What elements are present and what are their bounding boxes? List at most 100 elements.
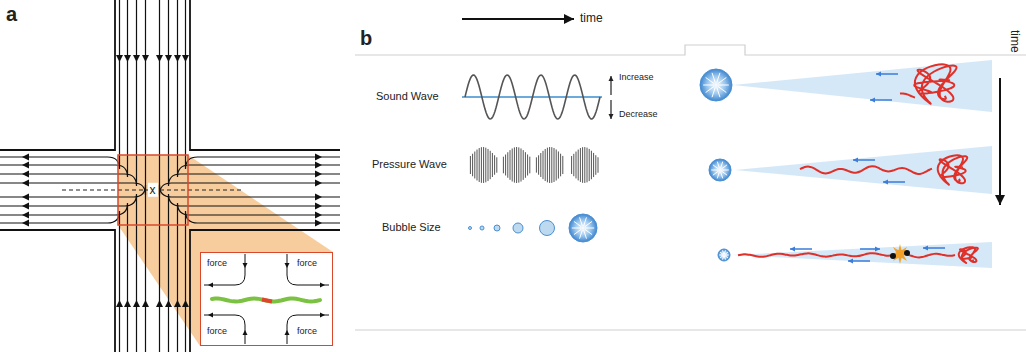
streamline (0, 211, 120, 352)
force-label: force (297, 326, 317, 337)
pressure-stroke (584, 147, 585, 183)
bubble-spark (718, 85, 728, 86)
strained-segment (262, 300, 272, 302)
arrow-head (165, 55, 172, 62)
bubble-spark (724, 256, 725, 260)
arrow-head (315, 162, 322, 169)
arrow-head (133, 55, 140, 62)
arrow-head (876, 72, 881, 77)
pressure-stroke (529, 157, 530, 174)
bubble-spark (712, 73, 715, 83)
arrow-head (285, 330, 290, 335)
arrow-head (315, 154, 322, 161)
arrow-head (22, 180, 29, 187)
streamline (186, 211, 341, 352)
pressure-stroke (525, 152, 526, 178)
panel-border (355, 329, 1026, 330)
arrow-head (156, 55, 163, 62)
arrow-head (923, 246, 928, 251)
polymer-strand (212, 299, 320, 302)
bubble (700, 69, 732, 101)
pressure-stroke (514, 147, 515, 182)
polymer-chain (800, 166, 932, 174)
row-label: Pressure Wave (372, 158, 447, 171)
force-label: force (207, 258, 227, 269)
zoom-highlight (118, 155, 333, 346)
pressure-stroke (518, 147, 519, 182)
bubble-spark (725, 255, 729, 256)
pressure-stroke (483, 147, 484, 183)
arrow-head (142, 55, 149, 62)
stagnation-mark: x (148, 183, 158, 197)
pressure-stroke (481, 147, 482, 183)
bubble-spark (585, 228, 594, 229)
pressure-stroke (580, 148, 581, 182)
inset-streamline (204, 254, 245, 285)
bubble-spark (721, 165, 727, 169)
channel-wall (0, 0, 115, 150)
bubble-spark (574, 229, 581, 234)
arrow-head (883, 180, 888, 185)
bubble (494, 225, 500, 231)
pressure-stroke (505, 155, 506, 176)
bubble-spark (719, 255, 723, 256)
bubble-spark (720, 256, 723, 258)
arrow-head (182, 300, 189, 307)
arrow-head (564, 14, 574, 24)
bubble-spark (723, 250, 724, 254)
force-label: force (207, 326, 227, 337)
arrow-head (315, 203, 322, 210)
arrow-head (156, 300, 163, 307)
arrow-shaft (999, 78, 1001, 205)
bubble-spark (712, 87, 715, 97)
arrow-head (609, 76, 614, 81)
arrow-head (870, 98, 875, 103)
bubble (480, 226, 484, 230)
arrow-head (165, 300, 172, 307)
bubble-spark (585, 221, 592, 226)
polymer-chain (738, 253, 891, 257)
panel-letter: a (6, 2, 17, 26)
pressure-stroke (547, 148, 548, 183)
polymer-coil (938, 155, 968, 185)
arrow-head (174, 55, 181, 62)
bubble-spark (718, 86, 726, 92)
bubble (469, 227, 472, 230)
pressure-stroke (591, 151, 592, 180)
flow-cone (733, 60, 992, 112)
arrow-head (133, 300, 140, 307)
pressure-stroke (527, 154, 528, 175)
streamline (0, 185, 146, 352)
pressure-stroke (593, 153, 594, 177)
arrow-head (22, 203, 29, 210)
pressure-stroke (595, 155, 596, 175)
bubble-spark (703, 85, 713, 86)
pressure-stroke (479, 148, 480, 182)
bubble-spark (580, 217, 583, 226)
streamline (160, 0, 341, 195)
arrow-head (848, 259, 853, 264)
axis-label: time (580, 11, 603, 25)
arrow-head (875, 247, 880, 252)
arrow-head (315, 180, 322, 187)
streamline (0, 0, 146, 195)
arrow-head (22, 194, 29, 201)
pressure-stroke (507, 152, 508, 177)
arrow-head (320, 313, 325, 318)
inset-streamline (204, 315, 245, 344)
bubble-spark (706, 86, 714, 92)
arrow-head (609, 114, 614, 119)
arrow-head (995, 195, 1005, 205)
inset-streamline (287, 315, 329, 344)
chain-end (890, 253, 896, 259)
bubble-spark (584, 230, 587, 239)
bubble-spark (725, 252, 728, 254)
bubble (569, 214, 597, 242)
bubble-spark (717, 73, 720, 83)
pressure-stroke (551, 147, 552, 183)
pressure-stroke (523, 150, 524, 180)
pressure-stroke (490, 151, 491, 179)
pressure-stroke (576, 152, 577, 179)
zoom-square (118, 155, 188, 225)
